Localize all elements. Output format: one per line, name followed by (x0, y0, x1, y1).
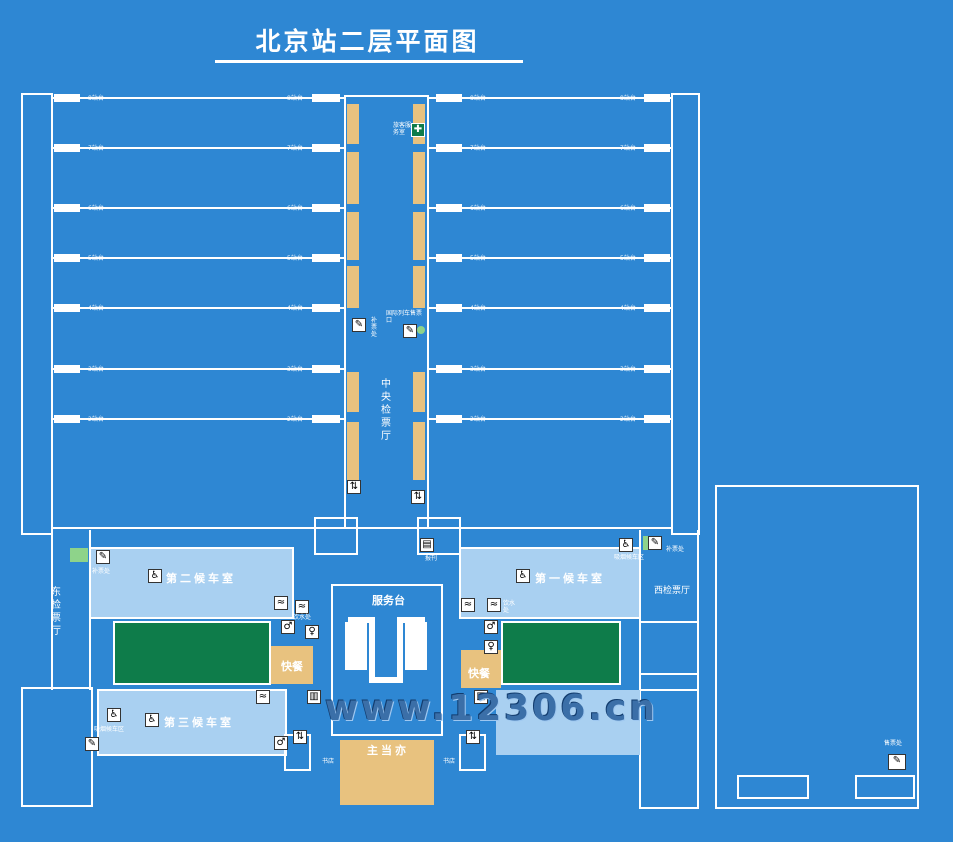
fast-food-east (271, 646, 313, 684)
water-icon: ≈ (256, 690, 270, 704)
restroom-icon: ♂ (281, 620, 295, 634)
platform-label: 2站台 (88, 416, 104, 423)
platform-label: 2站台 (287, 416, 303, 423)
map-title: 北京站二层平面图 (255, 27, 480, 56)
escalator-icon: ⇅ (293, 730, 307, 744)
platform-label: 4站台 (287, 305, 303, 312)
watermark-logo: www.12306.cn (325, 688, 659, 729)
fare-adjust-west-label: 补票处 (92, 568, 111, 575)
second-waiting-room-area (90, 548, 293, 618)
west-ticket-hall-label: 西检票厅 (654, 586, 691, 596)
platform-label: 5站台 (287, 255, 303, 262)
wheelchair-icon: ♿ (145, 713, 159, 727)
ticket-icon: ✎ (352, 318, 366, 332)
main-entrance-label: 主当亦 (367, 744, 409, 757)
escalator-icon: ⇅ (347, 480, 361, 494)
ticket-icon: ✎ (96, 550, 110, 564)
platform-label: 5站台 (88, 255, 104, 262)
first-waiting-room-label: 第一候车室 (535, 572, 605, 585)
platform-label: 2站台 (620, 416, 636, 423)
wheelchair-icon: ♿ (516, 569, 530, 583)
waiting-area-label: 吸烟候车区 (614, 554, 645, 561)
first-aid-icon: ✚ (411, 123, 425, 137)
platform-label: 3站台 (88, 366, 104, 373)
platform-label: 7站台 (620, 145, 636, 152)
water-icon: ≈ (487, 598, 501, 612)
service-desk-label: 服务台 (372, 594, 405, 607)
bookstore-label: 书店 (443, 758, 456, 765)
restroom-icon: ♀ (305, 625, 319, 639)
fast-food-west (461, 650, 501, 688)
temp-label: 补票处 (666, 546, 685, 553)
wheelchair-icon: ♿ (148, 569, 162, 583)
platform-label: 4站台 (620, 305, 636, 312)
east-lower-block (21, 687, 93, 807)
ticket-office-building (715, 485, 919, 809)
green-area-west (501, 621, 621, 685)
wheelchair-icon: ♿ (107, 708, 121, 722)
ticket-icon: ✎ (888, 754, 906, 770)
passenger-service-label: 旅客服务室 (393, 122, 412, 136)
platform-label: 8站台 (88, 95, 104, 102)
reserved-label: 吸烟候车区 (94, 726, 125, 733)
platform-label: 6站台 (620, 205, 636, 212)
water-room-label: 饮水处 (293, 614, 312, 621)
platform-label: 6站台 (470, 205, 486, 212)
third-waiting-room-label: 第三候车室 (164, 716, 234, 729)
bookstore-label: 书店 (322, 758, 335, 765)
elevator-icon: ▥ (474, 690, 488, 704)
platform-label: 2站台 (470, 416, 486, 423)
wheelchair-icon: ♿ (619, 538, 633, 552)
water-room-west-label: 饮水处 (503, 600, 516, 614)
fast-food-west-label: 快餐 (468, 667, 490, 680)
platform-label: 5站台 (620, 255, 636, 262)
fourth-waiting-area (496, 690, 640, 755)
restroom-icon: ♂ (484, 620, 498, 634)
platform-label: 4站台 (470, 305, 486, 312)
escalator-icon: ⇅ (466, 730, 480, 744)
ticket-icon: ✎ (85, 737, 99, 751)
platform-label: 5站台 (470, 255, 486, 262)
fare-adjust-label: 补票处 (371, 317, 378, 338)
water-icon: ≈ (295, 600, 309, 614)
platform-label: 3站台 (470, 366, 486, 373)
elevator-icon: ▥ (307, 690, 321, 704)
platform-label: 6站台 (88, 205, 104, 212)
platform-label: 7站台 (470, 145, 486, 152)
water-icon: ≈ (274, 596, 288, 610)
report-icon: ▤ (420, 538, 434, 552)
intl-train-window-label: 国际列车售票口 (386, 310, 423, 324)
ticket-icon: ✎ (403, 324, 417, 338)
platform-label: 8站台 (287, 95, 303, 102)
main-entrance-area (340, 740, 434, 805)
escalator-icon: ⇅ (411, 490, 425, 504)
concourse-strip (347, 104, 359, 144)
platform-label: 3站台 (287, 366, 303, 373)
platform-label: 4站台 (88, 305, 104, 312)
platform-label: 7站台 (88, 145, 104, 152)
green-area-east (113, 621, 271, 685)
ticket-office-label: 售票处 (884, 740, 903, 747)
platform-label: 8站台 (620, 95, 636, 102)
east-wall-block (21, 93, 53, 535)
water-icon: ≈ (461, 598, 475, 612)
east-ticket-hall-label: 东检票厅 (51, 587, 61, 637)
west-wall-block (671, 93, 700, 535)
platform-label: 6站台 (287, 205, 303, 212)
report-label: 报刊 (425, 555, 438, 562)
restroom-icon: ♂ (274, 736, 288, 750)
platform-label: 7站台 (287, 145, 303, 152)
title-underline (215, 60, 523, 63)
restroom-icon: ♀ (484, 640, 498, 654)
central-ticket-hall-label: 中央检票厅 (381, 379, 391, 442)
fast-food-east-label: 快餐 (281, 660, 303, 673)
platform-label: 3站台 (620, 366, 636, 373)
second-waiting-room-label: 第二候车室 (166, 572, 236, 585)
ticket-icon: ✎ (648, 536, 662, 550)
third-waiting-room-area (98, 690, 286, 755)
platform-label: 8站台 (470, 95, 486, 102)
